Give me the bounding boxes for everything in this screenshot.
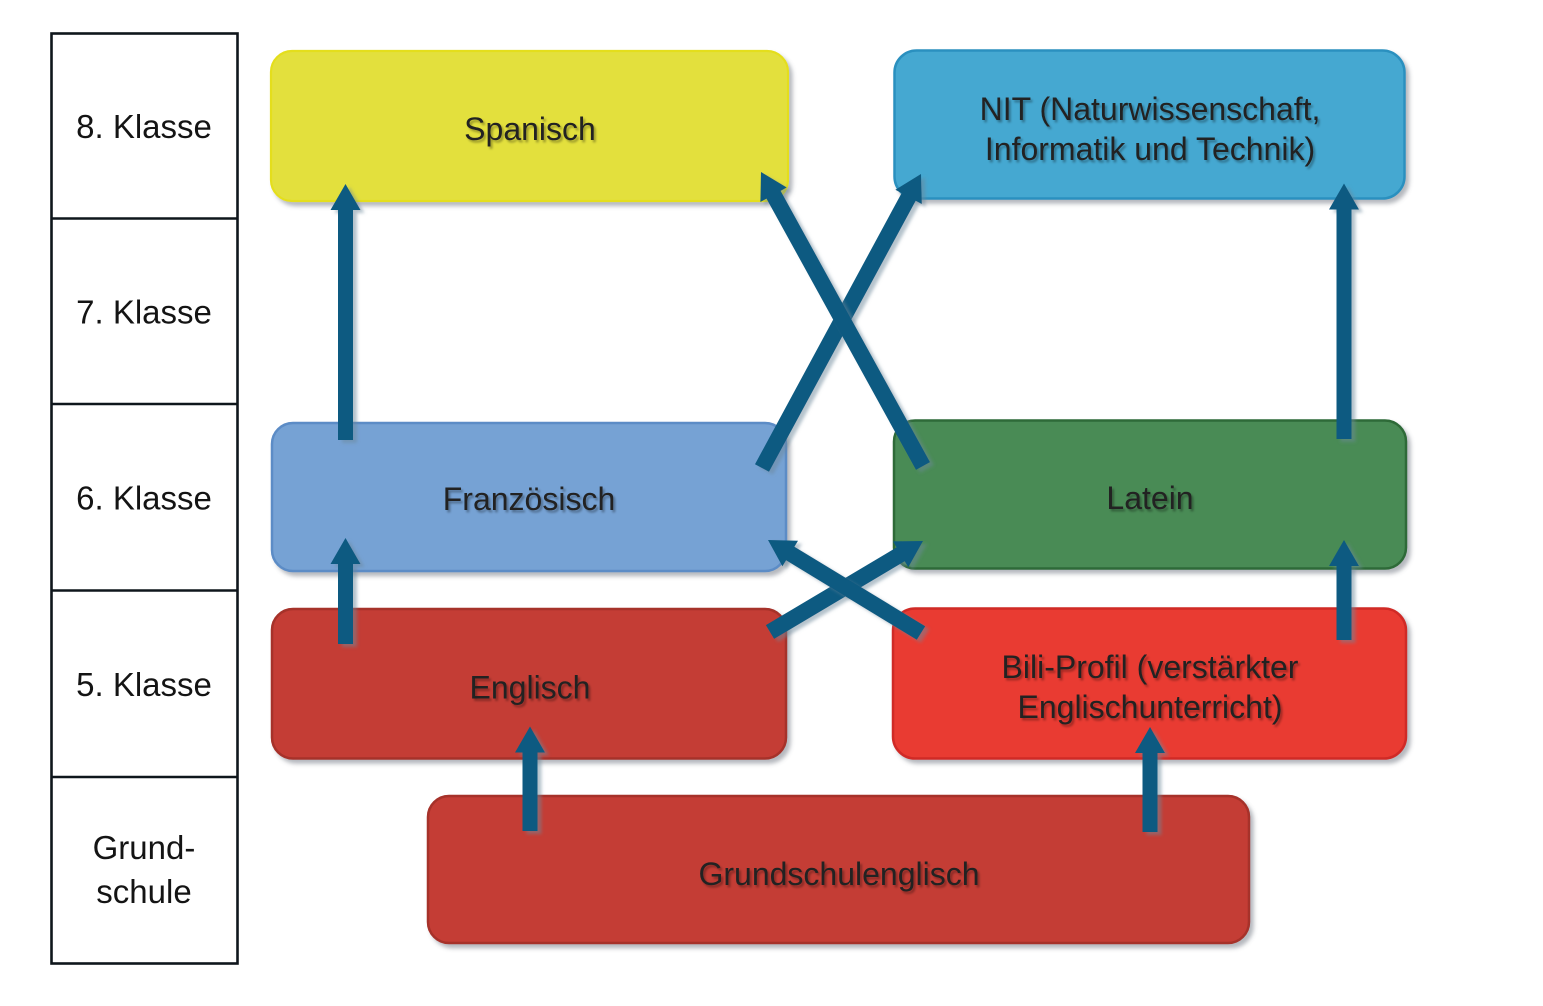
svg-text:NIT (Naturwissenschaft,: NIT (Naturwissenschaft, [980, 91, 1321, 127]
svg-text:6. Klasse: 6. Klasse [76, 480, 212, 517]
svg-text:Englisch: Englisch [470, 670, 591, 706]
svg-text:5. Klasse: 5. Klasse [76, 666, 212, 703]
svg-text:7. Klasse: 7. Klasse [76, 294, 212, 331]
svg-text:Informatik und Technik): Informatik und Technik) [985, 131, 1315, 167]
svg-text:Englischunterricht): Englischunterricht) [1018, 689, 1283, 725]
svg-text:schule: schule [96, 873, 191, 910]
svg-text:Grundschulenglisch: Grundschulenglisch [698, 856, 979, 892]
svg-text:Bili-Profil (verstärkter: Bili-Profil (verstärkter [1002, 649, 1299, 685]
svg-text:Französisch: Französisch [443, 481, 616, 517]
svg-text:Latein: Latein [1106, 480, 1193, 516]
svg-text:8. Klasse: 8. Klasse [76, 108, 212, 145]
svg-text:Spanisch: Spanisch [464, 111, 596, 147]
svg-text:Grund-: Grund- [93, 829, 196, 866]
